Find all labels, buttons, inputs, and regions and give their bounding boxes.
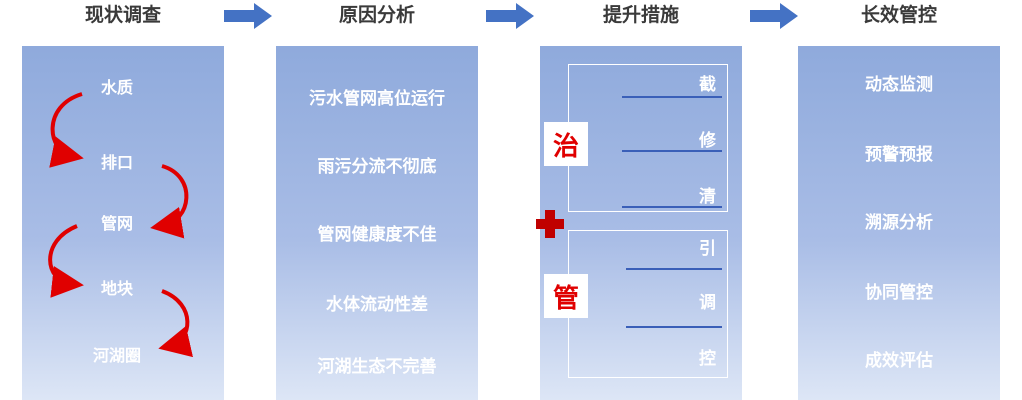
underline — [626, 326, 722, 328]
underline — [626, 268, 722, 270]
analysis-panel: 污水管网高位运行 雨污分流不彻底 管网健康度不佳 水体流动性差 河湖生态不完善 — [276, 46, 478, 400]
flow-arrow — [150, 164, 189, 239]
measure-item: 控 — [699, 349, 716, 369]
survey-panel: 水质 排口 管网 地块 河湖圈 — [22, 46, 224, 400]
header-analysis: 原因分析 — [338, 4, 415, 26]
zhi-badge: 治 — [544, 122, 588, 166]
header-measures: 提升措施 — [602, 4, 679, 26]
measure-item: 引 — [699, 239, 716, 259]
survey-item: 水质 — [100, 78, 133, 97]
header-control: 长效管控 — [860, 4, 937, 26]
measure-item: 调 — [699, 293, 716, 313]
survey-item: 地块 — [100, 279, 133, 298]
control-item: 成效评估 — [865, 351, 933, 371]
analysis-item: 河湖生态不完善 — [317, 357, 437, 377]
analysis-item: 管网健康度不佳 — [317, 225, 437, 245]
analysis-item: 污水管网高位运行 — [309, 89, 445, 109]
underline — [622, 96, 722, 98]
control-panel: 动态监测 预警预报 溯源分析 协同管控 成效评估 — [798, 46, 1000, 400]
analysis-item: 雨污分流不彻底 — [317, 157, 437, 177]
measure-item: 截 — [699, 75, 716, 95]
right-arrow-icon — [750, 3, 798, 29]
analysis-item: 水体流动性差 — [326, 295, 428, 315]
flow-arrow — [49, 92, 84, 168]
survey-item: 管网 — [100, 214, 133, 233]
survey-item: 排口 — [100, 153, 133, 172]
control-item: 协同管控 — [865, 283, 933, 303]
flow-arrow — [158, 289, 194, 358]
right-arrow-icon — [486, 3, 534, 29]
header-survey: 现状调查 — [84, 4, 161, 26]
control-item: 动态监测 — [865, 75, 933, 95]
measure-item: 清 — [699, 187, 716, 207]
flow-arrows — [48, 92, 194, 358]
control-item: 预警预报 — [865, 145, 933, 165]
plus-icon — [536, 210, 564, 238]
measures-panel: 截 修 清 治 引 调 控 管 — [536, 46, 742, 400]
guan-badge: 管 — [544, 274, 588, 318]
measure-item: 修 — [699, 131, 716, 151]
flow-arrow — [48, 224, 84, 298]
underline — [622, 150, 722, 152]
right-arrow-icon — [224, 3, 272, 29]
survey-item: 河湖圈 — [92, 346, 141, 365]
control-item: 溯源分析 — [865, 213, 933, 233]
underline — [622, 206, 722, 208]
